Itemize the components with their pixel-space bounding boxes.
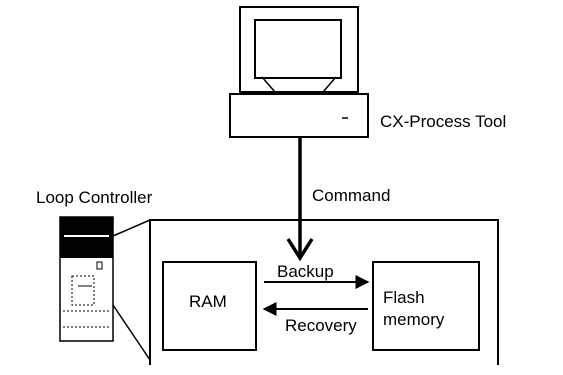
- command-label: Command: [312, 186, 391, 205]
- command-arrowhead: [286, 238, 314, 262]
- zoom-line-top: [112, 219, 151, 237]
- controller-detail-panel: [149, 219, 499, 365]
- loop-controller-icon: [59, 216, 114, 342]
- ram-box: [162, 261, 257, 351]
- computer-icon: [229, 6, 369, 138]
- zoom-line-bottom: [112, 304, 151, 361]
- flash-memory-box: [372, 261, 480, 351]
- backup-label: Backup: [277, 262, 334, 281]
- ram-label: RAM: [189, 292, 227, 311]
- recovery-label: Recovery: [285, 316, 357, 335]
- flash-memory-label: Flash memory: [383, 288, 445, 329]
- cx-process-tool-label: CX-Process Tool: [380, 112, 507, 131]
- loop-controller-label: Loop Controller: [36, 188, 153, 207]
